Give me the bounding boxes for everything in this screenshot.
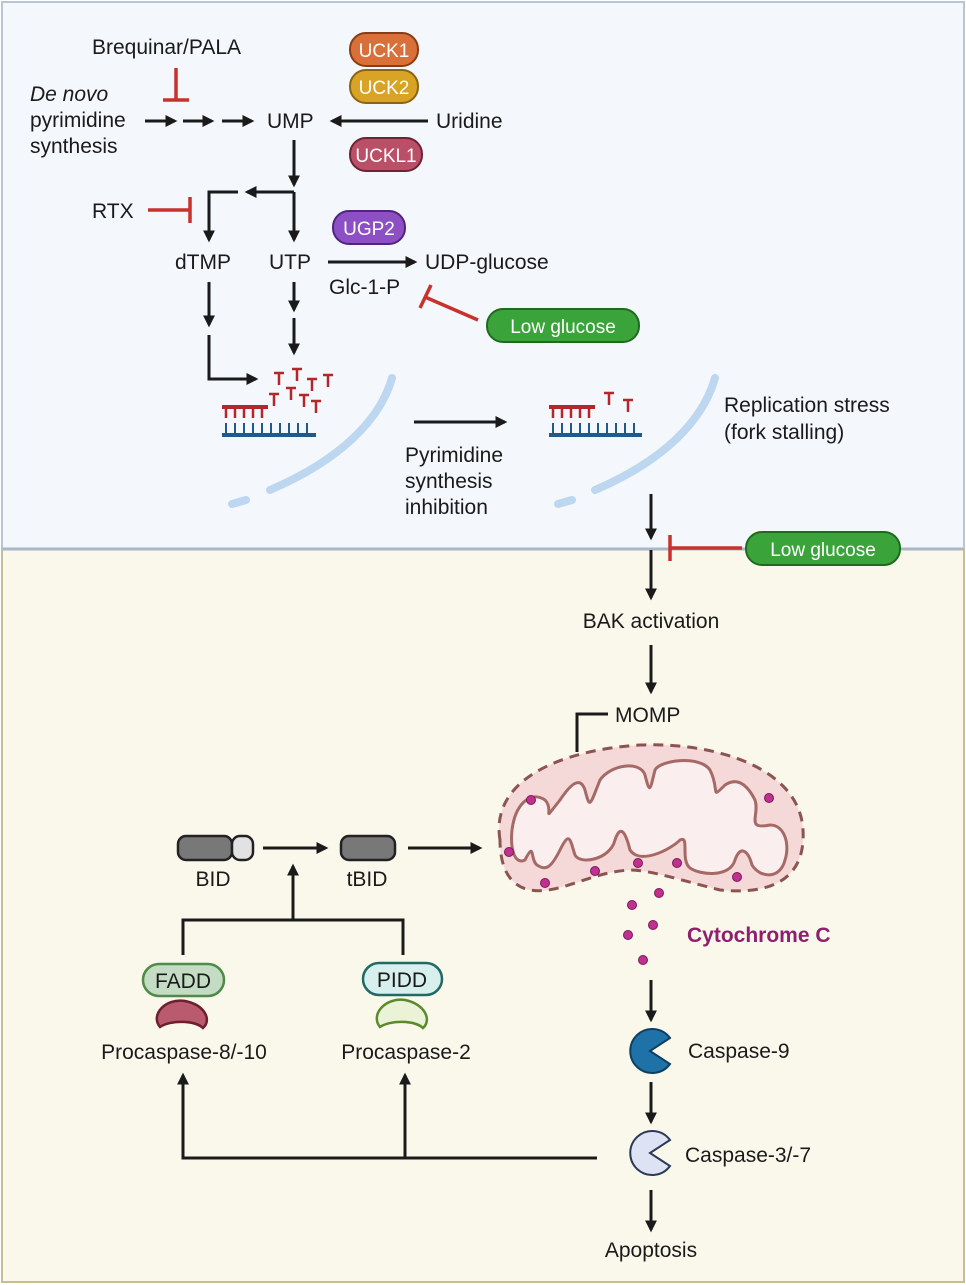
inhibition-label-2: synthesis <box>405 470 493 493</box>
denovo-label-3: synthesis <box>30 135 118 158</box>
tbid-label: tBID <box>347 868 388 891</box>
denovo-label-2: pyrimidine <box>30 109 126 132</box>
svg-text:Low glucose: Low glucose <box>510 317 616 338</box>
replication-stress-label: Replication stress <box>724 394 890 417</box>
uck1-enzyme: UCK1 <box>349 32 419 67</box>
ump-label: UMP <box>267 110 314 133</box>
nuclear-membrane-icon <box>554 374 719 508</box>
procaspase-2-label: Procaspase-2 <box>341 1041 471 1064</box>
apoptosis-label: Apoptosis <box>605 1239 697 1262</box>
procaspase-8-label: Procaspase-8/-10 <box>101 1041 267 1064</box>
utp-label: UTP <box>269 251 311 274</box>
fadd-adaptor: FADD <box>141 962 226 1030</box>
nucleus-panel <box>1 1 965 550</box>
rtx-label: RTX <box>92 200 134 223</box>
caspase-9-label: Caspase-9 <box>688 1040 790 1063</box>
svg-text:UGP2: UGP2 <box>343 219 395 240</box>
svg-text:Low glucose: Low glucose <box>770 540 876 561</box>
dna-replication-fork-icon <box>222 367 333 437</box>
cytochrome-c-label: Cytochrome C <box>687 924 831 947</box>
svg-text:FADD: FADD <box>155 970 211 993</box>
stalled-dna-fork-icon <box>549 391 642 437</box>
inhibition-label-3: inhibition <box>405 496 488 519</box>
nuclear-membrane-icon <box>228 374 396 508</box>
svg-text:PIDD: PIDD <box>377 969 427 992</box>
pidd-adaptor: PIDD <box>361 961 444 1030</box>
dtmp-label: dTMP <box>175 251 231 274</box>
svg-text:UCK1: UCK1 <box>359 41 410 62</box>
inhibition-icon <box>148 197 192 223</box>
bak-activation-label: BAK activation <box>583 610 720 633</box>
svg-text:UCKL1: UCKL1 <box>355 146 416 167</box>
uck2-enzyme: UCK2 <box>349 69 419 104</box>
bid-label: BID <box>195 868 230 891</box>
uckl1-enzyme: UCKL1 <box>349 137 423 172</box>
caspase-3-7-label: Caspase-3/-7 <box>685 1144 811 1167</box>
tbid-protein-icon <box>339 834 397 862</box>
replication-stress-label-2: (fork stalling) <box>724 421 844 444</box>
glc1p-label: Glc-1-P <box>329 276 400 299</box>
inhibition-icon <box>418 284 479 322</box>
momp-label: MOMP <box>615 704 680 727</box>
low-glucose-badge-top: Low glucose <box>486 308 640 343</box>
caspase-9-icon <box>629 1028 672 1074</box>
denovo-label: De novo <box>30 83 109 106</box>
caspase-3-icon <box>629 1130 672 1176</box>
ugp2-enzyme: UGP2 <box>332 210 406 245</box>
brequinar-label: Brequinar/PALA <box>92 36 241 59</box>
bid-protein-icon <box>176 834 255 862</box>
low-glucose-badge-bottom: Low glucose <box>745 531 901 566</box>
inhibition-label: Pyrimidine <box>405 444 503 467</box>
svg-text:UCK2: UCK2 <box>359 78 410 99</box>
inhibition-icon <box>163 68 189 102</box>
cytoplasm-panel <box>1 548 965 1283</box>
mitochondrion-icon <box>497 743 805 965</box>
inhibition-icon <box>668 535 742 561</box>
uridine-label: Uridine <box>436 110 503 133</box>
udp-glucose-label: UDP-glucose <box>425 251 549 274</box>
